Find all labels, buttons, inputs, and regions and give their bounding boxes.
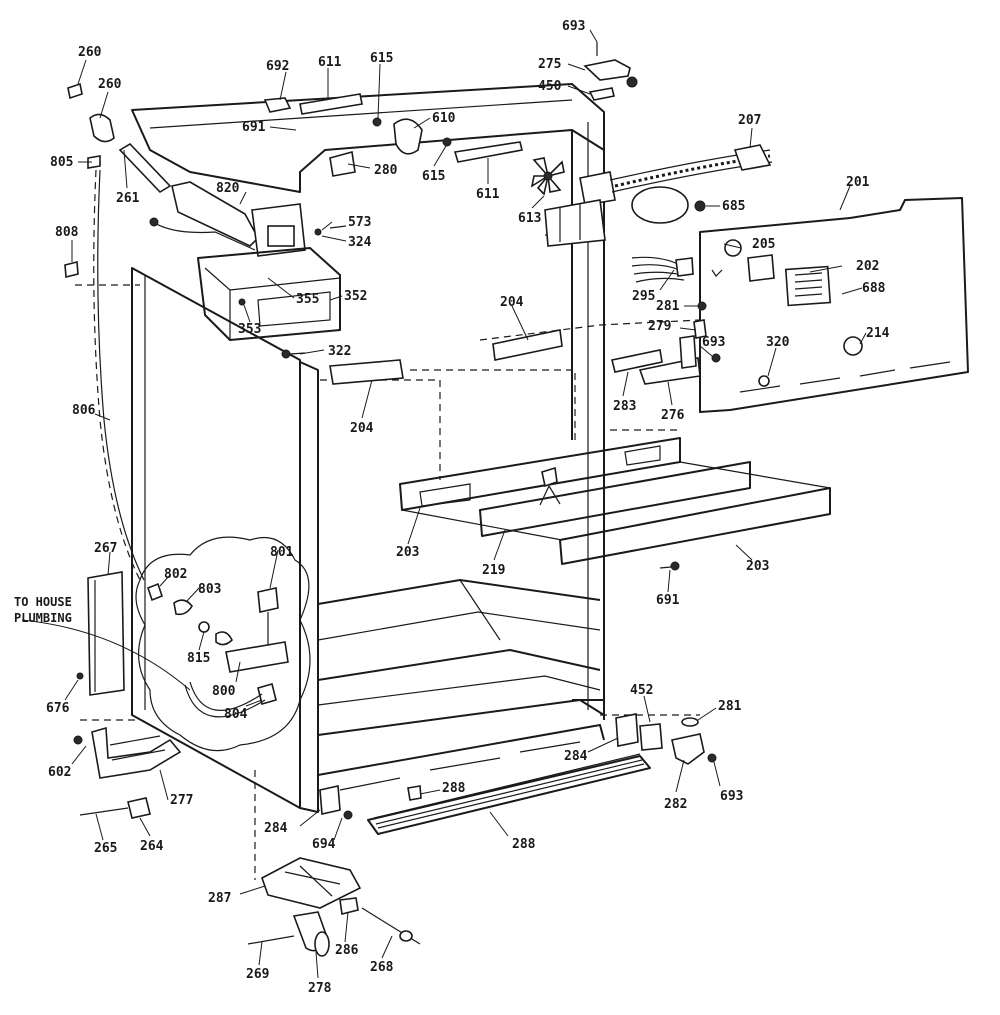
part-label-573: 573 bbox=[348, 215, 371, 230]
control-panel bbox=[699, 197, 969, 413]
part-label-805: 805 bbox=[50, 155, 73, 170]
cabinet-body bbox=[75, 83, 701, 880]
part-label-287: 287 bbox=[208, 891, 231, 906]
part-label-692: 692 bbox=[266, 59, 289, 74]
part-label-260-b: 260 bbox=[98, 77, 122, 92]
plumbing-note-line-1: TO HOUSE bbox=[14, 595, 72, 609]
part-label-676: 676 bbox=[46, 701, 70, 716]
part-label-610: 610 bbox=[432, 111, 456, 126]
water-valve-area bbox=[135, 536, 311, 752]
part-label-691-a: 691 bbox=[242, 120, 266, 135]
part-label-280: 280 bbox=[374, 163, 398, 178]
part-label-204-b: 204 bbox=[350, 421, 374, 436]
part-label-219: 219 bbox=[482, 563, 505, 578]
part-label-693-b: 693 bbox=[702, 335, 725, 350]
part-label-802: 802 bbox=[164, 567, 187, 582]
part-label-269: 269 bbox=[246, 967, 269, 982]
part-label-286: 286 bbox=[335, 943, 359, 958]
shelf-rails bbox=[329, 329, 831, 571]
part-label-685: 685 bbox=[722, 199, 745, 214]
part-label-808: 808 bbox=[55, 225, 79, 240]
part-label-279: 279 bbox=[648, 319, 671, 334]
center-hinge bbox=[611, 301, 721, 385]
part-label-282: 282 bbox=[664, 797, 687, 812]
part-label-204-a: 204 bbox=[500, 295, 524, 310]
part-label-295: 295 bbox=[632, 289, 655, 304]
part-label-284-a: 284 bbox=[564, 749, 588, 764]
part-label-352: 352 bbox=[344, 289, 367, 304]
part-label-265: 265 bbox=[94, 841, 117, 856]
part-label-694: 694 bbox=[312, 837, 336, 852]
part-label-691-b: 691 bbox=[656, 593, 680, 608]
part-label-615-b: 615 bbox=[422, 169, 445, 184]
part-label-276: 276 bbox=[661, 408, 685, 423]
part-label-611-b: 611 bbox=[476, 187, 500, 202]
part-label-203-b: 203 bbox=[746, 559, 769, 574]
part-label-260-a: 260 bbox=[78, 45, 102, 60]
part-label-283: 283 bbox=[613, 399, 636, 414]
part-label-268: 268 bbox=[370, 960, 394, 975]
water-line bbox=[64, 82, 172, 581]
fan-motor-assembly bbox=[263, 93, 565, 196]
part-label-288-b: 288 bbox=[512, 837, 536, 852]
part-label-214: 214 bbox=[866, 326, 890, 341]
part-label-693-a: 693 bbox=[562, 19, 585, 34]
part-label-203-a: 203 bbox=[396, 545, 419, 560]
part-label-207: 207 bbox=[738, 113, 761, 128]
part-labels: 260 260 805 808 261 806 692 611 615 691 … bbox=[46, 19, 890, 996]
part-label-288-a: 288 bbox=[442, 781, 466, 796]
part-label-452: 452 bbox=[630, 683, 653, 698]
part-label-353: 353 bbox=[238, 322, 261, 337]
part-label-205: 205 bbox=[752, 237, 775, 252]
lower-left-parts bbox=[73, 571, 182, 819]
part-label-804: 804 bbox=[224, 707, 248, 722]
part-label-275: 275 bbox=[538, 57, 561, 72]
top-hinge-assembly bbox=[583, 42, 638, 101]
part-label-803: 803 bbox=[198, 582, 221, 597]
part-label-284-b: 284 bbox=[264, 821, 288, 836]
part-label-281-b: 281 bbox=[718, 699, 742, 714]
part-label-806: 806 bbox=[72, 403, 96, 418]
part-label-801: 801 bbox=[270, 545, 294, 560]
part-label-202: 202 bbox=[856, 259, 879, 274]
part-label-688: 688 bbox=[862, 281, 886, 296]
part-label-264: 264 bbox=[140, 839, 164, 854]
part-label-320: 320 bbox=[766, 335, 790, 350]
part-label-267: 267 bbox=[94, 541, 117, 556]
part-label-800: 800 bbox=[212, 684, 236, 699]
part-label-602: 602 bbox=[48, 765, 71, 780]
part-label-815: 815 bbox=[187, 651, 210, 666]
plumbing-note-line-2: PLUMBING bbox=[14, 611, 72, 625]
part-label-322: 322 bbox=[328, 344, 351, 359]
leader-lines bbox=[21, 29, 867, 979]
part-label-693-c: 693 bbox=[720, 789, 743, 804]
part-label-820: 820 bbox=[216, 181, 240, 196]
ice-maker-assembly bbox=[149, 181, 347, 359]
part-label-281-a: 281 bbox=[656, 299, 680, 314]
part-label-324: 324 bbox=[348, 235, 372, 250]
part-label-613: 613 bbox=[518, 211, 541, 226]
part-label-355: 355 bbox=[296, 292, 319, 307]
part-label-450: 450 bbox=[538, 79, 562, 94]
wire-harness bbox=[631, 256, 694, 283]
heater-duct-assembly bbox=[544, 144, 773, 247]
part-label-611-a: 611 bbox=[318, 55, 342, 70]
part-label-201: 201 bbox=[846, 175, 870, 190]
part-label-261: 261 bbox=[116, 191, 140, 206]
part-label-277: 277 bbox=[170, 793, 193, 808]
part-label-615-a: 615 bbox=[370, 51, 393, 66]
part-label-278: 278 bbox=[308, 981, 332, 996]
lower-front-parts bbox=[247, 713, 717, 957]
